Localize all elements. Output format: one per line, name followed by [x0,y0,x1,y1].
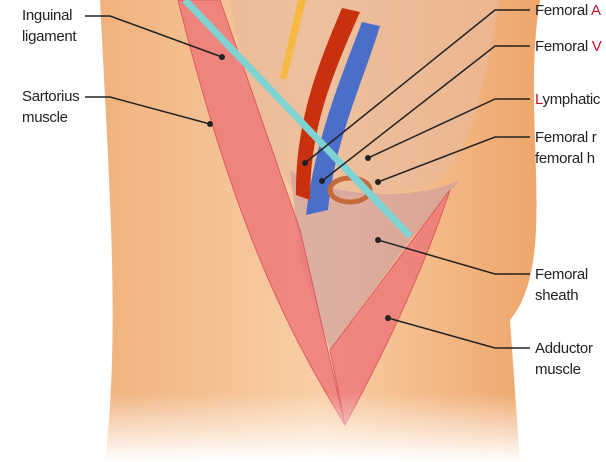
label-line: Femoral [535,266,588,283]
leader-dots [207,54,391,321]
label-sartorius: Sartorius muscle [22,86,80,128]
label-line: sheath [535,287,579,304]
label-line: Sartorius [22,88,80,105]
label-femoral-vein: Femoral V [535,36,602,57]
label-femoral-artery: Femoral A [535,0,601,21]
label-line: Inguinal [22,7,73,24]
label-lymphatics: Lymphatic [535,89,600,110]
label-line: ligament [22,28,77,45]
label-initial: L [535,91,543,108]
label-initial: A [590,2,601,19]
leader-lines [85,9,530,349]
label-line: Adductor [535,340,593,357]
label-adductor: Adductor muscle [535,338,593,380]
label-text: Femoral [535,38,592,55]
label-initial: V [591,38,602,55]
label-line: muscle [535,361,581,378]
label-text: ymphatic [542,91,601,108]
label-femoral-sheath: Femoral sheath [535,264,588,306]
label-inguinal-ligament: Inguinal ligament [22,5,77,47]
label-line: Femoral r [535,129,597,146]
label-line: muscle [22,109,68,126]
label-femoral-ring: Femoral r femoral h [535,127,597,169]
label-text: Femoral [535,2,591,19]
label-line: femoral h [535,150,595,167]
